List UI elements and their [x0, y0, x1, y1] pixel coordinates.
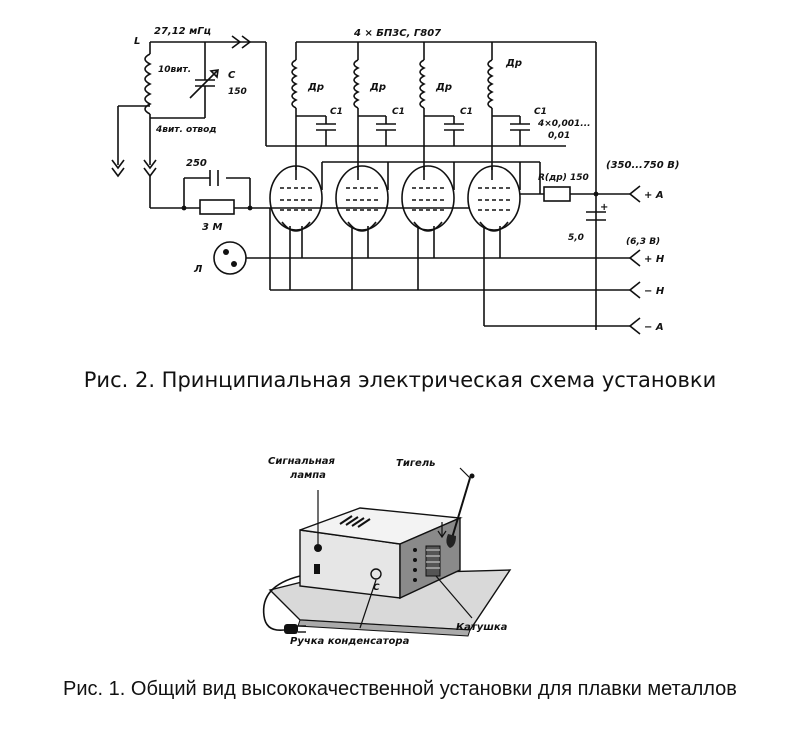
- label-frequency: 27,12 мГц: [154, 26, 211, 37]
- rf-connector-top-icon: [231, 35, 252, 49]
- rf-output-connector-1-icon: [111, 159, 125, 178]
- choke-2-coil: [353, 59, 360, 109]
- capacitor-c-variable-arrow: [189, 69, 219, 99]
- label-c1-2: C1: [392, 107, 405, 117]
- label-c1-4: C1: [534, 107, 547, 117]
- label-signal-lamp-2: лампа: [290, 470, 326, 481]
- terminal-plus-h-icon: [628, 249, 641, 267]
- crucible-icon: [446, 534, 456, 548]
- terminal-plus-a-label: + А: [644, 190, 664, 201]
- label-cap-plus: +: [600, 202, 608, 213]
- label-choke-4: Др: [505, 58, 522, 69]
- label-grid-res: 3 М: [202, 222, 222, 233]
- label-voltage-a: (350...750 В): [606, 160, 679, 171]
- crucible-tongs: [451, 477, 471, 539]
- coil-icon: [425, 545, 441, 577]
- choke-group: [291, 42, 494, 170]
- label-tap: 4вит. отвод: [155, 125, 217, 135]
- tube-3-icon: [401, 165, 455, 232]
- power-cable: [262, 575, 301, 632]
- label-inductor: L: [134, 36, 140, 47]
- label-c1-1: C1: [330, 107, 343, 117]
- label-choke-2: Др: [369, 82, 386, 93]
- tube-4-icon: [467, 165, 521, 232]
- choke-4-coil: [487, 59, 494, 109]
- label-crucible: Тигель: [396, 458, 435, 469]
- grid-leak-network: [181, 170, 270, 215]
- resistor-r-dr: [543, 186, 571, 202]
- label-tubes: 4 × БП3С, Г807: [353, 28, 441, 39]
- label-knob: Ручка конденсатора: [290, 636, 410, 647]
- label-r-dr: R(др) 150: [538, 173, 589, 183]
- signal-lamp-indicator: [314, 544, 322, 552]
- label-cap-50: 5,0: [568, 233, 584, 243]
- terminal-plus-a-icon: [628, 185, 641, 203]
- figure-2-caption: Рис. 2. Принципиальная электрическая схе…: [83, 368, 717, 392]
- tube-2-icon: [335, 165, 389, 232]
- knob-letter: С: [373, 583, 380, 593]
- terminal-plus-h-label: + Н: [644, 254, 665, 265]
- label-c1-value-b: 0,01: [548, 131, 570, 141]
- label-voltage-h: (6,3 В): [626, 237, 660, 247]
- tube-1-icon: [269, 165, 323, 232]
- label-c1-3: C1: [460, 107, 473, 117]
- label-coil: Катушка: [456, 622, 508, 633]
- label-lamp: Л: [193, 264, 203, 275]
- signal-lamp-icon: [213, 241, 247, 275]
- label-signal-lamp-1: Сигнальная: [268, 456, 336, 467]
- label-c1-value-a: 4×0,001...: [537, 119, 591, 129]
- tank-circuit: [117, 41, 219, 165]
- resistor-3m: [199, 199, 235, 215]
- label-cap-c: C: [228, 70, 236, 81]
- power-switch: [314, 564, 320, 574]
- terminal-minus-h-icon: [628, 281, 641, 299]
- label-turns-10: 10вит.: [158, 65, 191, 75]
- circuit-schematic: L 27,12 мГц 10вит. C 150 4вит. отвод 4 ×…: [111, 26, 679, 335]
- label-choke-1: Др: [307, 82, 324, 93]
- vent-slots: [339, 515, 371, 528]
- choke-1-coil: [291, 59, 298, 109]
- c1-capacitor-group: [266, 115, 566, 147]
- label-choke-3: Др: [435, 82, 452, 93]
- terminal-minus-a-icon: [628, 317, 641, 335]
- down-arrow-icon: [437, 522, 447, 539]
- label-cap-c-value: 150: [228, 87, 247, 97]
- inductor-l-coil: [144, 53, 152, 115]
- device-drawing: С Сигнальная лампа Тигель Ручка конденса…: [262, 456, 512, 647]
- label-grid-cap: 250: [186, 158, 207, 169]
- terminal-minus-a-label: − А: [644, 322, 664, 333]
- terminal-minus-h-label: − Н: [644, 286, 665, 297]
- plug-icon: [284, 624, 306, 634]
- choke-3-coil: [419, 59, 426, 109]
- capacitor-knob-icon: [370, 568, 382, 580]
- figure-1-caption: Рис. 1. Общий вид высококачественной уст…: [63, 678, 737, 700]
